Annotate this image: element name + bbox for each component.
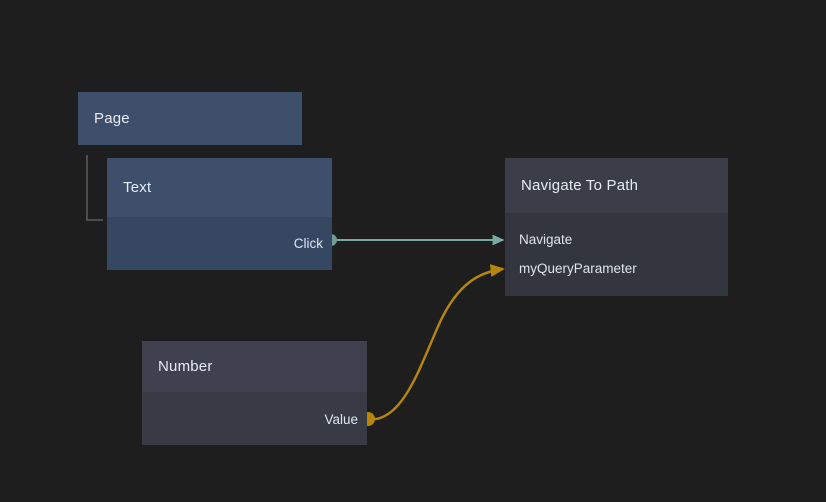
port-click-label: Click xyxy=(293,235,323,251)
port-myqueryparameter[interactable]: myQueryParameter xyxy=(519,259,637,277)
node-navigate-to-path[interactable]: Navigate To Path Navigate myQueryParamet… xyxy=(505,158,728,296)
node-text[interactable]: Text Click xyxy=(107,158,332,270)
port-navigate[interactable]: Navigate xyxy=(519,230,572,248)
port-value[interactable]: Value xyxy=(324,410,358,428)
port-click[interactable]: Click xyxy=(294,234,323,252)
edge-value-to-myqueryparameter xyxy=(367,264,505,421)
port-value-label: Value xyxy=(324,411,358,427)
node-number-title: Number xyxy=(142,341,367,392)
port-navigate-label: Navigate xyxy=(519,231,573,247)
node-text-body: Click xyxy=(107,217,332,270)
tree-connector-line xyxy=(86,155,103,221)
node-page[interactable]: Page xyxy=(78,92,302,145)
node-text-title: Text xyxy=(107,158,332,217)
node-navigate-to-path-body: Navigate myQueryParameter xyxy=(505,213,728,296)
node-number-body: Value xyxy=(142,392,367,445)
port-myqueryparameter-label: myQueryParameter xyxy=(519,260,637,276)
node-navigate-to-path-title: Navigate To Path xyxy=(505,158,728,213)
node-number[interactable]: Number Value xyxy=(142,341,367,445)
node-page-title: Page xyxy=(78,92,302,145)
